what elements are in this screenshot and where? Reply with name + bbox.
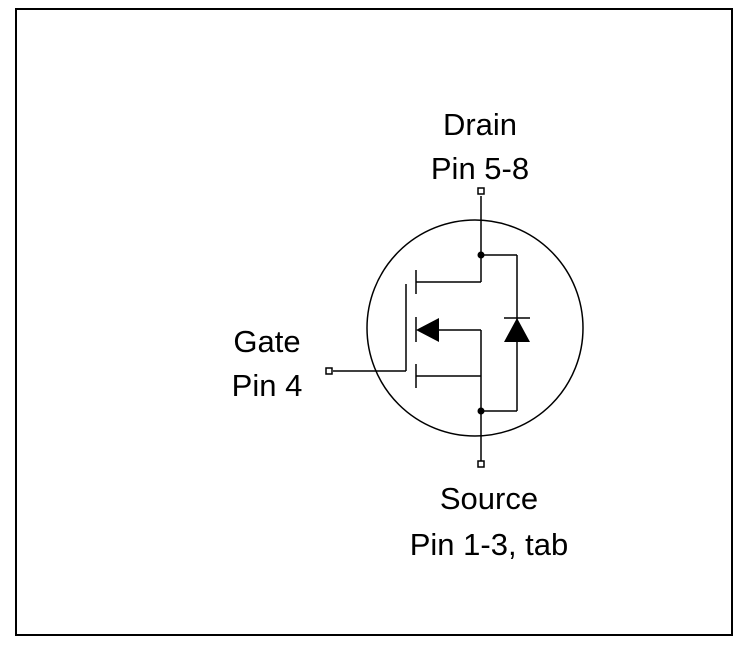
diode-triangle xyxy=(504,318,530,342)
drain-label: Drain xyxy=(443,107,517,142)
body-arrow xyxy=(416,318,439,342)
source-pins-label: Pin 1-3, tab xyxy=(410,527,569,562)
drain-terminal xyxy=(477,187,485,195)
gate-pins-label: Pin 4 xyxy=(232,368,303,403)
gate-terminal xyxy=(325,367,333,375)
source-label: Source xyxy=(440,481,538,516)
drain-pins-label: Pin 5-8 xyxy=(431,151,529,186)
drain-junction-dot xyxy=(477,251,485,259)
diagram-frame xyxy=(15,8,733,636)
transistor-enclosure-circle xyxy=(366,219,584,437)
source-junction-dot xyxy=(477,407,485,415)
source-terminal xyxy=(477,460,485,468)
gate-label: Gate xyxy=(233,324,300,359)
